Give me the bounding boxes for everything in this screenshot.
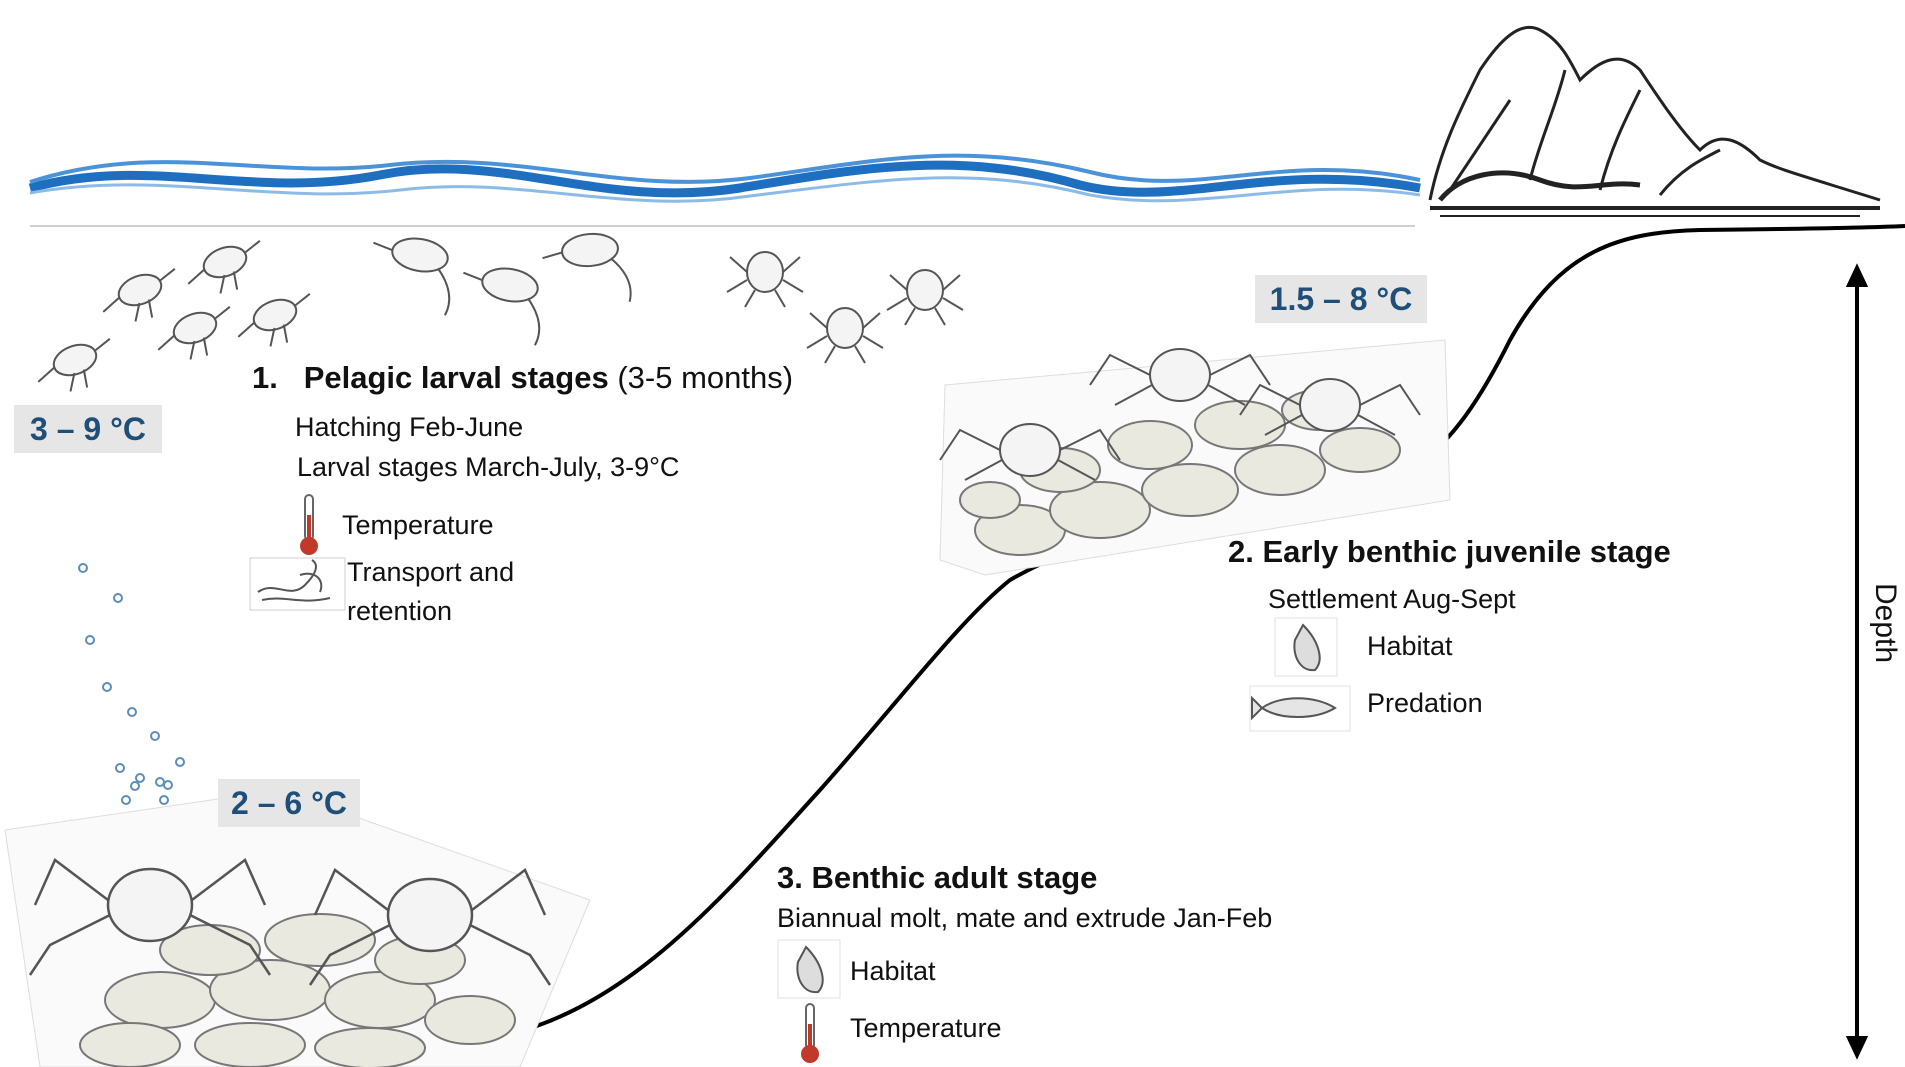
stage1-larval-period: Larval stages March-July, 3-9°C — [297, 452, 679, 483]
stage1-factor-transport: Transport and — [347, 557, 514, 588]
stage1-duration: (3-5 months) — [617, 360, 793, 395]
stage2-heading: 2. Early benthic juvenile stage — [1228, 534, 1671, 570]
thermometer-icon — [801, 1004, 819, 1063]
small-crab-postlarvae — [727, 252, 963, 363]
stage1-factor-temperature: Temperature — [342, 510, 494, 541]
fish-icon — [1250, 686, 1350, 731]
stage2-factor-predation: Predation — [1367, 688, 1483, 719]
depth-arrow — [1849, 268, 1865, 1055]
stage3-molt: Biannual molt, mate and extrude Jan-Feb — [777, 903, 1272, 934]
adult-temperature-badge: 2 – 6 °C — [218, 779, 360, 827]
current-icon — [250, 558, 345, 610]
stage1-title: Pelagic larval stages — [304, 360, 609, 395]
stage1-heading: 1. Pelagic larval stages (3-5 months) — [252, 360, 793, 396]
stage1-hatching: Hatching Feb-June — [295, 412, 523, 443]
juvenile-temperature-badge: 1.5 – 8 °C — [1255, 275, 1427, 323]
shell-icon — [778, 940, 840, 998]
stage3-factor-temperature: Temperature — [850, 1013, 1002, 1044]
stage1-number: 1. — [252, 360, 278, 395]
adult-crabs-on-rocks — [5, 790, 590, 1067]
shell-icon — [1275, 618, 1337, 676]
larval-temperature-badge: 3 – 9 °C — [14, 405, 162, 453]
mountain-sketch — [1430, 27, 1880, 216]
stage2-factor-habitat: Habitat — [1367, 631, 1453, 662]
stage3-heading: 3. Benthic adult stage — [777, 860, 1097, 896]
stage1-factor-retention: retention — [347, 596, 452, 627]
stage2-settlement: Settlement Aug-Sept — [1268, 584, 1516, 615]
depth-axis-label: Depth — [1868, 583, 1902, 663]
stage3-factor-habitat: Habitat — [850, 956, 936, 987]
bubbles — [79, 564, 184, 804]
sea-surface-waves — [30, 156, 1420, 226]
thermometer-icon — [300, 495, 318, 555]
